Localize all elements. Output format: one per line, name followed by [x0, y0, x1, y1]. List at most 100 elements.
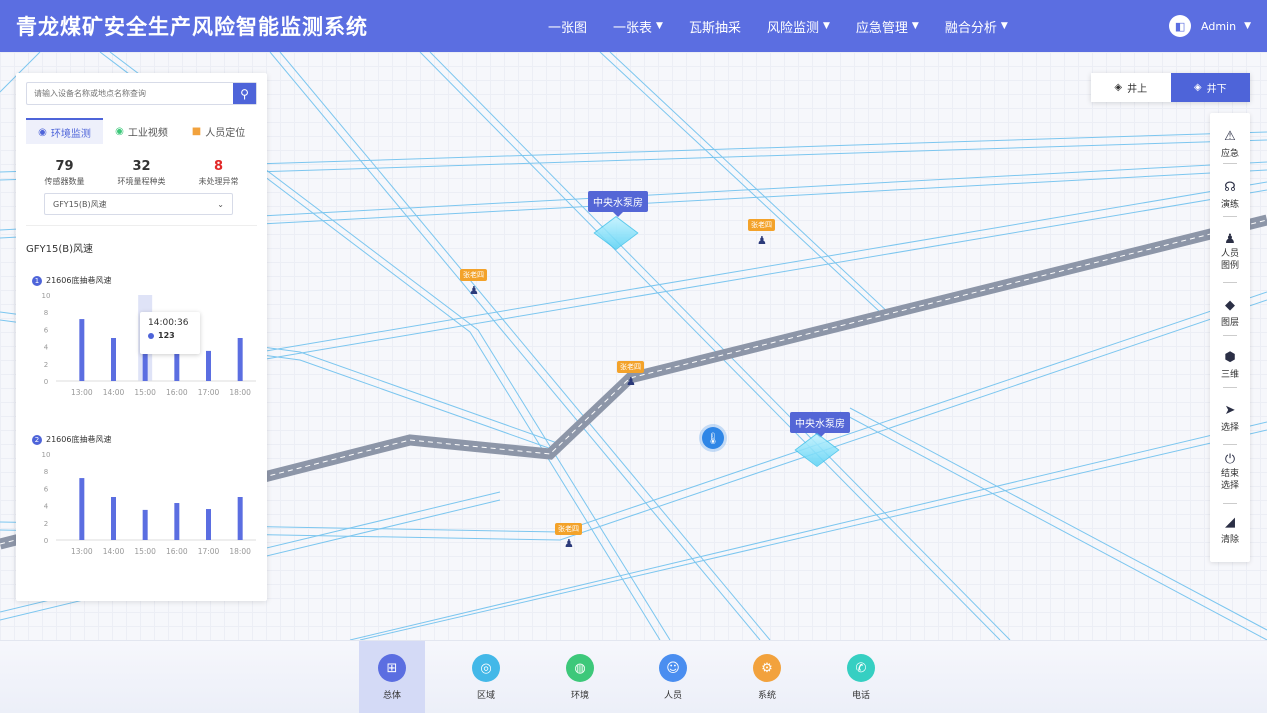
y-tick-label: 4 [44, 344, 49, 352]
tool-layers[interactable]: ◆图层 [1210, 298, 1250, 328]
tab-personnel[interactable]: ■人员定位 [191, 125, 246, 139]
dock-overall[interactable]: ⊞ 总体 [359, 641, 425, 713]
x-tick-label: 13:00 [71, 547, 93, 556]
map-toolbar: ⚠应急 ☊演练 ♟人员图例 ◆图层 ⬢三维 ➤选择 ⏻结束选择 ◢清除 [1210, 113, 1250, 562]
bar [142, 509, 148, 540]
tool-select[interactable]: ➤选择 [1210, 403, 1250, 433]
section-title: GFY15(B)风速 [26, 244, 93, 255]
layer-icon: ◈ [1114, 82, 1123, 93]
person-tag: 张老四 [617, 361, 644, 373]
tool-clear[interactable]: ◢清除 [1210, 515, 1250, 545]
monitor-panel: ⚲ ◉环境监测 ◉工业视频 ■人员定位 79 传感器数量 32 环境量程种类 8… [16, 73, 267, 601]
bottom-dock: ⊞ 总体 ◎ 区域 ◍ 环境 ☺ 人员 ⚙ 系统 ✆ 电话 [0, 640, 1267, 713]
underground-button[interactable]: ◈井下 [1170, 73, 1250, 102]
user-icon: ☺ [659, 654, 687, 682]
user-menu[interactable]: ◧ Admin ▼ [1169, 0, 1251, 52]
user-name: Admin [1201, 19, 1237, 33]
nav-gas[interactable]: 瓦斯抽采 [688, 20, 741, 36]
dock-system[interactable]: ⚙ 系统 [734, 641, 800, 713]
dock-personnel[interactable]: ☺ 人员 [640, 641, 706, 713]
search-icon: ⚲ [240, 86, 249, 101]
sensor-select[interactable]: GFY15(B)风速 ⌄ [44, 193, 233, 215]
dock-area[interactable]: ◎ 区域 [453, 641, 519, 713]
chart-tooltip: 14:00:36 123 [140, 312, 200, 354]
gear-icon: ⚙ [753, 654, 781, 682]
chevron-down-icon: ▼ [1244, 21, 1251, 31]
tool-end-select[interactable]: ⏻结束选择 [1210, 452, 1250, 492]
layers-icon: ◆ [1225, 298, 1235, 313]
y-tick-label: 4 [44, 503, 49, 511]
x-tick-label: 14:00 [103, 547, 125, 556]
chevron-down-icon: ⌄ [217, 199, 224, 209]
well-toggle: ◈井上 ◈井下 [1091, 73, 1250, 102]
dock-phone[interactable]: ✆ 电话 [828, 641, 894, 713]
stat-range-types: 32 环境量程种类 [117, 159, 166, 186]
person-icon[interactable]: ♟ [469, 284, 479, 297]
bar [206, 509, 211, 540]
bar [206, 350, 211, 381]
search-input[interactable] [27, 83, 233, 104]
x-tick-label: 13:00 [71, 388, 93, 397]
nav-emergency[interactable]: 应急管理▼ [855, 20, 919, 36]
bar [174, 503, 180, 540]
bar [111, 338, 116, 381]
cube-icon: ⬢ [1224, 350, 1236, 365]
person-location-icon: ■ [191, 125, 202, 137]
y-tick-label: 10 [42, 292, 51, 300]
nav-risk[interactable]: 风险监测▼ [766, 20, 830, 36]
person-icon[interactable]: ♟ [626, 375, 636, 388]
y-tick-label: 6 [44, 485, 49, 493]
x-tick-label: 15:00 [134, 547, 156, 556]
location-icon: ◎ [472, 654, 500, 682]
y-tick-label: 10 [42, 451, 51, 459]
chevron-down-icon: ▼ [911, 21, 919, 31]
avatar: ◧ [1169, 15, 1192, 37]
stats-row: 79 传感器数量 32 环境量程种类 8 未处理异常 [26, 159, 257, 187]
above-ground-button[interactable]: ◈井上 [1091, 73, 1171, 102]
y-tick-label: 0 [44, 378, 48, 386]
stat-unhandled: 8 未处理异常 [198, 159, 239, 186]
phone-icon: ✆ [847, 654, 875, 682]
chevron-down-icon: ▼ [822, 21, 830, 31]
app-title: 青龙煤矿安全生产风险智能监测系统 [16, 15, 368, 39]
bar [237, 338, 243, 381]
thermometer-icon[interactable]: 🌡 [702, 427, 724, 449]
x-tick-label: 18:00 [229, 547, 251, 556]
person-icon[interactable]: ♟ [757, 234, 767, 247]
pin-icon: ◉ [38, 126, 47, 138]
nav-map[interactable]: 一张图 [548, 20, 588, 36]
y-tick-label: 8 [44, 309, 48, 317]
nav-fusion[interactable]: 融合分析▼ [944, 20, 1008, 36]
pump-room-label[interactable]: 中央水泵房 [588, 191, 648, 217]
pump-room-label[interactable]: 中央水泵房 [790, 412, 850, 438]
bar [174, 344, 180, 381]
eraser-icon: ◢ [1225, 515, 1235, 530]
person-tag: 张老四 [555, 523, 582, 535]
person-icon: ♟ [1224, 232, 1236, 247]
drill-icon: ☊ [1224, 180, 1236, 195]
dock-environment[interactable]: ◍ 环境 [547, 641, 613, 713]
power-icon: ⏻ [1224, 452, 1236, 467]
y-tick-label: 6 [44, 326, 49, 334]
tool-3d[interactable]: ⬢三维 [1210, 350, 1250, 380]
planet-icon: ◍ [566, 654, 594, 682]
nav-table[interactable]: 一张表▼ [613, 20, 663, 36]
x-tick-label: 15:00 [134, 388, 156, 397]
tab-video[interactable]: ◉工业视频 [115, 125, 168, 139]
x-tick-label: 14:00 [103, 388, 125, 397]
tab-environment[interactable]: ◉环境监测 [26, 118, 103, 144]
y-tick-label: 2 [44, 520, 48, 528]
search-button[interactable]: ⚲ [233, 83, 256, 104]
main-nav: 一张图 一张表▼ 瓦斯抽采 风险监测▼ 应急管理▼ 融合分析▼ [548, 0, 1034, 52]
grid-icon: ⊞ [378, 654, 406, 682]
person-icon[interactable]: ♟ [564, 537, 574, 550]
tool-person-legend[interactable]: ♟人员图例 [1210, 232, 1250, 272]
search-bar: ⚲ [26, 82, 257, 105]
bar [237, 497, 243, 540]
y-tick-label: 0 [44, 537, 48, 545]
tool-emergency[interactable]: ⚠应急 [1210, 129, 1250, 159]
cursor-icon: ➤ [1224, 403, 1236, 418]
tool-drill[interactable]: ☊演练 [1210, 180, 1250, 210]
